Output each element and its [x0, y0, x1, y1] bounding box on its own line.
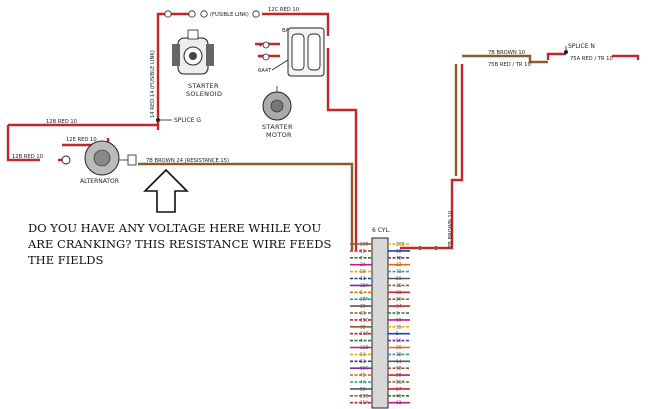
wire-12b-left-label: 12B RED 10 — [12, 154, 43, 160]
connector-pin-left: 50 — [360, 269, 366, 275]
connector-pin-left: 4A — [360, 380, 366, 386]
fusible-link-label: (FUSIBLE LINK) — [210, 12, 249, 18]
resistance-wire-label: 7B BROWN 24 (RESISTANCE 15) — [146, 158, 229, 164]
starter-solenoid: STARTER SOLENOID — [172, 29, 222, 98]
starter-solenoid-label-1: STARTER — [188, 82, 219, 90]
splice-g-label: SPLICE G — [174, 117, 201, 124]
connector-pin-left: 54 — [360, 352, 366, 358]
wire-7b-top-label: 7B BROWN 10 — [488, 50, 525, 56]
bulkhead-connector: 6 CYL. 20B1273A501432A530A333115C3214B41… — [350, 227, 410, 409]
splice-n-wiring: SPLICE N 7B BROWN 10 75B RED / TR 10 75A… — [400, 43, 640, 250]
starter-motor-label-1: STARTER — [262, 123, 293, 131]
wire-12b-top-label: 12B RED 10 — [46, 119, 77, 125]
connector-pin-left: 45 — [360, 373, 366, 379]
battery: BATTERY + − 6A4T — [258, 27, 325, 77]
note-line-2: ARE CRANKING? THIS RESISTANCE WIRE FEEDS — [27, 237, 331, 251]
up-arrow-icon — [143, 168, 189, 213]
wire-7b-vertical-label: 7B BROWN 10 — [448, 211, 454, 248]
alternator-label: ALTERNATOR — [80, 178, 119, 185]
connector-pin-right: 51A — [396, 380, 404, 386]
battery-pos-terminal: + — [258, 43, 262, 49]
red-power-wires — [6, 12, 358, 250]
connector-pin-left: 53 — [360, 359, 366, 365]
fusible-link-markers — [164, 10, 260, 18]
connector-pin-left: 14 — [360, 276, 366, 282]
starter-motor-label-2: MOTOR — [266, 131, 292, 139]
fusible-link-vertical-label: 14 RED 14 (FUSIBLE LINK) — [150, 50, 156, 118]
wire-12c-label: 12C RED 10 — [268, 7, 299, 13]
resistance-wire — [138, 162, 354, 250]
wire-6a-label: 6A4T — [258, 68, 272, 74]
connector-colored-wires — [350, 243, 410, 404]
note-line-3: THE FIELDS — [28, 253, 104, 267]
note-line-1: DO YOU HAVE ANY VOLTAGE HERE WHILE YOU — [28, 221, 321, 235]
connector-pin-left: 12 — [360, 248, 366, 254]
splice-g: SPLICE G — [156, 117, 201, 124]
wire-75b-label: 75B RED / TR 10 — [488, 62, 531, 68]
alternator: ALTERNATOR — [61, 140, 137, 185]
starter-motor: STARTER MOTOR — [262, 86, 293, 139]
connector-pin-left: 31 — [360, 311, 366, 317]
connector-title: 6 CYL. — [372, 227, 391, 234]
wire-75a-label: 75A RED / TR 10 — [570, 56, 613, 62]
connector-pin-right: 20B — [396, 242, 404, 248]
splice-n-label: SPLICE N — [568, 43, 595, 50]
battery-neg-terminal: − — [258, 55, 262, 61]
starter-solenoid-label-2: SOLENOID — [186, 90, 222, 98]
wire-12e-label: 12E RED 10 — [66, 137, 97, 143]
